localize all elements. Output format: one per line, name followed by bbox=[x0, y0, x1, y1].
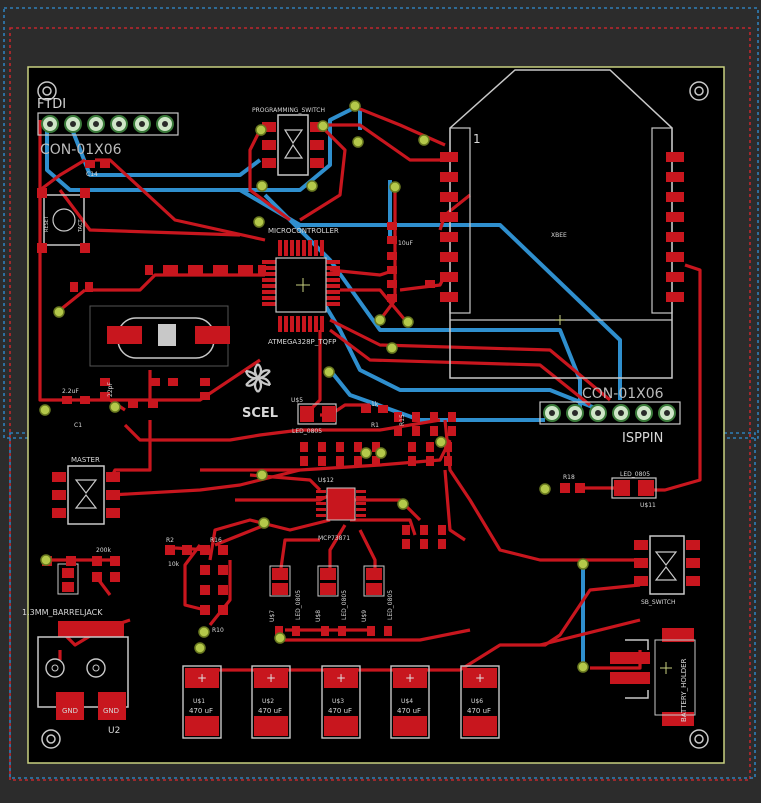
passives-row-top bbox=[62, 160, 435, 408]
val-10k-label: 10k bbox=[168, 561, 180, 568]
u12-label: U$12 bbox=[318, 477, 334, 484]
u11-label: U$11 bbox=[640, 502, 656, 509]
capacitor-plus-mark: + bbox=[197, 671, 207, 685]
scel-logo: SCEL bbox=[242, 363, 278, 421]
microcontroller: MICROCONTROLLER ATMEGA328P_TQFP bbox=[262, 227, 340, 346]
gnd2-label: GND bbox=[103, 707, 119, 715]
capacitor-value-label: 470 uF bbox=[467, 707, 491, 715]
r16-label: R16 bbox=[210, 537, 222, 544]
sb-switch: SB_SWITCH bbox=[634, 535, 700, 606]
master-label: MASTER bbox=[71, 456, 100, 464]
board-outline bbox=[27, 66, 725, 764]
r1-label: R1 bbox=[371, 422, 379, 429]
mcp-label: MCP73871 bbox=[318, 535, 350, 542]
led-u11: LED_0805 U$11 R18 bbox=[560, 471, 657, 509]
sb-switch-label: SB_SWITCH bbox=[641, 599, 675, 606]
capacitor-plus-mark: + bbox=[266, 671, 276, 685]
u12-charger: U$12 MCP73871 bbox=[300, 442, 452, 549]
capacitor-ref-label: U$3 bbox=[332, 698, 344, 705]
vias bbox=[39, 100, 589, 673]
r15-label: R15 bbox=[399, 414, 406, 426]
reset-label: RESET bbox=[44, 215, 50, 232]
barrel-label: 1.3MM_BARRELJACK bbox=[22, 608, 103, 617]
r18-label: R18 bbox=[563, 474, 575, 481]
barrel-jack: 1.3MM_BARRELJACK GND GND U2 200k bbox=[22, 547, 129, 736]
led-d-label: LED_0805 bbox=[387, 590, 394, 620]
capacitor-value-label: 470 uF bbox=[328, 707, 352, 715]
u2-label: U2 bbox=[108, 726, 120, 736]
capacitor-value-label: 470 uF bbox=[258, 707, 282, 715]
capacitor-ref-label: U$2 bbox=[262, 698, 274, 705]
battery-label: BATTERY_HOLDER bbox=[680, 658, 688, 722]
pin1-label: 1 bbox=[473, 132, 481, 146]
val-2u2f-label: 2.2uF bbox=[62, 388, 79, 395]
capacitor-1: + U$1 470 uF bbox=[182, 665, 222, 739]
capacitor-2: + U$2 470 uF bbox=[251, 665, 291, 739]
ftdi-label: FTDI bbox=[37, 97, 66, 112]
atmega-label: ATMEGA328P_TQFP bbox=[268, 338, 336, 346]
capacitor-plus-mark: + bbox=[405, 671, 415, 685]
tact-label: TACT bbox=[78, 219, 84, 233]
isppin-label: ISPPIN bbox=[622, 431, 663, 446]
led-b-label: LED_0805 bbox=[295, 590, 302, 620]
capacitor-ref-label: U$6 bbox=[471, 698, 483, 705]
mounting-holes bbox=[37, 81, 709, 749]
xbee-footprint: 1 XBEE bbox=[440, 69, 684, 379]
u8-label: U$8 bbox=[315, 610, 322, 622]
u9-label: U$9 bbox=[361, 610, 368, 622]
programming-switch-label: PROGRAMMING_SWITCH bbox=[252, 107, 325, 114]
val-10uf-label: 10uF bbox=[398, 240, 413, 247]
ftdi-header: FTDI CON-01X06 bbox=[37, 97, 179, 158]
resistor-cluster-left bbox=[165, 545, 228, 615]
val-22pf-label: 22pF bbox=[107, 382, 114, 397]
r2-label: R2 bbox=[166, 537, 174, 544]
led-column: LED_0805 LED_0805 LED_0805 U$7 U$8 U$9 bbox=[269, 565, 394, 636]
c14-label: C14 bbox=[86, 171, 98, 178]
val-200k-label: 200k bbox=[96, 547, 111, 554]
con-bottom-label: CON-01X06 bbox=[582, 386, 664, 402]
capacitor-ref-label: U$1 bbox=[193, 698, 205, 705]
capacitor-4: + U$4 470 uF bbox=[390, 665, 430, 739]
capacitor-value-label: 470 uF bbox=[189, 707, 213, 715]
gnd1-label: GND bbox=[62, 707, 78, 715]
microcontroller-label: MICROCONTROLLER bbox=[268, 227, 339, 235]
con-top-label: CON-01X06 bbox=[40, 142, 122, 158]
u5-label: U$5 bbox=[291, 397, 303, 404]
reset-button-footprint: RESET TACT bbox=[37, 188, 90, 253]
r10-label: R10 bbox=[212, 627, 224, 634]
led-c-label: LED_0805 bbox=[341, 590, 348, 620]
capacitor-plus-mark: + bbox=[336, 671, 346, 685]
bulk-capacitors: + U$1 470 uF + U$2 470 uF + U$3 470 uF + U$4 470 uF… bbox=[182, 665, 500, 739]
led-u5: U$5 LED_0805 R1 1k bbox=[291, 397, 388, 435]
master-switch: MASTER bbox=[52, 456, 120, 525]
capacitor-3: + U$3 470 uF bbox=[321, 665, 361, 739]
crystal-footprint bbox=[89, 305, 230, 367]
capacitor-value-label: 470 uF bbox=[397, 707, 421, 715]
r15-group bbox=[394, 412, 456, 436]
isp-header: CON-01X06 ISPPIN bbox=[539, 386, 681, 446]
battery-holder: BATTERY_HOLDER bbox=[610, 628, 696, 726]
capacitor-ref-label: U$4 bbox=[401, 698, 413, 705]
programming-switch: PROGRAMMING_SWITCH bbox=[252, 107, 325, 176]
u7-label: U$7 bbox=[269, 610, 276, 622]
led-e-label: LED_0805 bbox=[620, 471, 650, 478]
led-a-label: LED_0805 bbox=[292, 428, 322, 435]
capacitor-5: + U$6 470 uF bbox=[460, 665, 500, 739]
c1-label: C1 bbox=[74, 422, 82, 429]
xbee-label: XBEE bbox=[551, 232, 567, 239]
scel-label: SCEL bbox=[242, 406, 278, 421]
val-1k-label: 1k bbox=[371, 401, 379, 408]
capacitor-plus-mark: + bbox=[475, 671, 485, 685]
